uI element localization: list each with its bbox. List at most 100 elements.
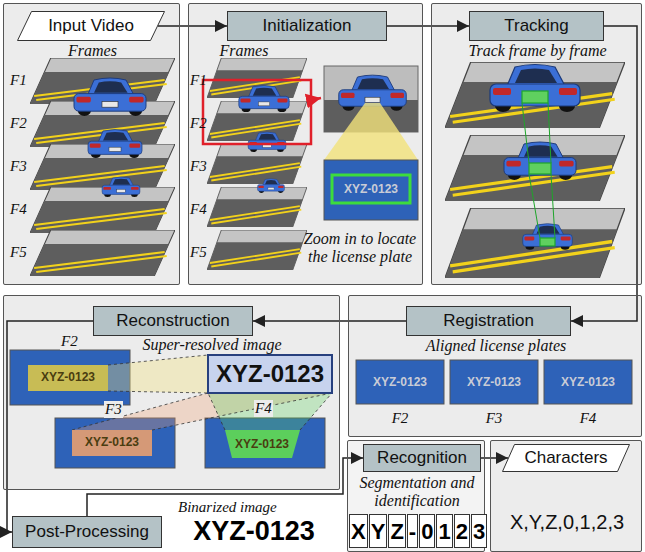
stage-panel: FramesInput Video [3,3,180,285]
init-frames [207,187,307,227]
process-box: Registration [406,306,571,336]
init-frames [203,58,321,270]
reconstruction-illustration [108,391,208,393]
reconstruction-illustration [108,355,208,365]
segmented-char: 3 [471,514,487,548]
process-box: Recognition [363,444,481,472]
io-parallelogram: Characters [502,444,630,472]
frame-label: F1 [10,72,27,89]
input-frames [102,177,140,197]
init-frames [207,230,307,270]
flow-arrow [7,321,93,532]
reconstruction-illustration [300,393,332,430]
reconstruction-illustration [108,355,208,393]
panel-fill [188,3,423,285]
io-parallelogram: Input Video [17,11,165,41]
caption-text: Segmentation and identification [348,474,486,509]
tracking-frames [490,65,580,113]
reconstruction-illustration [28,365,108,391]
tracking-frames [529,174,540,238]
super-resolved-text: XYZ-0123 [208,361,332,387]
reconstruction-illustration [72,393,332,430]
panel-fill [431,3,642,285]
panel-fill [347,440,485,552]
caption-text: Super-resolved image [132,336,292,354]
caption-text: Zoom in to locate the license plate [301,230,419,265]
input-frames [30,58,175,276]
tracking-frames [445,135,625,201]
tracking-frames [522,91,548,103]
parallelogram-outline [18,12,165,41]
tracking-frames [522,103,529,163]
reconstruction-illustration [72,393,208,430]
registration-plates [356,360,444,404]
input-frames [30,230,175,276]
title-text: Recognition [377,448,467,468]
segmented-char: 2 [454,514,470,548]
panel-fill [3,3,180,285]
reconstruction-illustration [10,350,332,468]
process-box: Post-Processing [12,516,162,548]
reconstruction-illustration [208,355,332,393]
title-text: Post-Processing [25,522,149,542]
flow-arrow [481,457,508,459]
flow-arrow [158,25,227,27]
stage-panel: Track frame by frame Tracking [431,3,642,285]
init-frames [207,144,307,184]
stage-panel: FramesZoom in to locate the license plat… [188,3,423,285]
frame-label: F1 [190,72,207,89]
tracking-frames [445,62,625,278]
zoom-illustration [324,103,418,160]
panel-fill [348,295,642,437]
frame-label: F3 [450,410,538,427]
reconstruction-illustration [72,430,152,456]
init-frames [311,98,321,100]
parallelogram-outline [503,445,630,472]
zoom-illustration [324,66,418,220]
reconstruction-illustration [152,393,332,430]
process-box: Tracking [469,11,604,41]
frame-label: F2 [356,410,444,427]
frame-label: F3 [190,158,207,175]
tracking-frames [551,174,555,238]
caption-text: Binarized image [178,499,277,516]
frame-label: F2 [60,333,79,350]
init-frames [248,132,286,152]
panel-fill [3,295,340,490]
plate-text: XYZ-0123 [332,183,410,196]
reconstruction-illustration [72,355,332,430]
title-text: Registration [443,311,534,331]
reconstruction-illustration [225,430,300,458]
registration-plates [544,360,632,404]
zoom-illustration [324,160,418,220]
init-frames [258,179,285,193]
process-box: Initialization [227,11,387,41]
plate-text: XYZ-0123 [450,376,538,389]
plate-text: XYZ-0123 [544,376,632,389]
tracking-frames [523,224,573,250]
segmented-char: 0 [419,514,435,548]
frame-label: F2 [190,115,207,132]
caption-text: Aligned license plates [349,337,643,355]
frame-label: F4 [190,201,207,218]
title-text: Tracking [504,16,569,36]
plate-text: XYZ-0123 [356,376,444,389]
process-box: Reconstruction [93,306,253,336]
tracking-frames [529,163,551,174]
tracking-frames [504,142,576,180]
title-text: Initialization [263,16,352,36]
plate-text: XYZ-0123 [228,438,296,451]
input-frames [30,187,175,233]
segmented-char: 1 [436,514,452,548]
caption-text: Frames [4,42,181,60]
panel-fill [3,3,642,552]
tracking-frames [445,208,625,278]
init-frames [239,85,289,112]
flow-arrow [387,25,469,27]
init-frames [203,80,311,144]
caption-text: Track frame by frame [432,42,643,60]
tracking-frames [445,62,625,128]
title-text: Reconstruction [116,311,229,331]
reconstruction-illustration [208,393,332,430]
